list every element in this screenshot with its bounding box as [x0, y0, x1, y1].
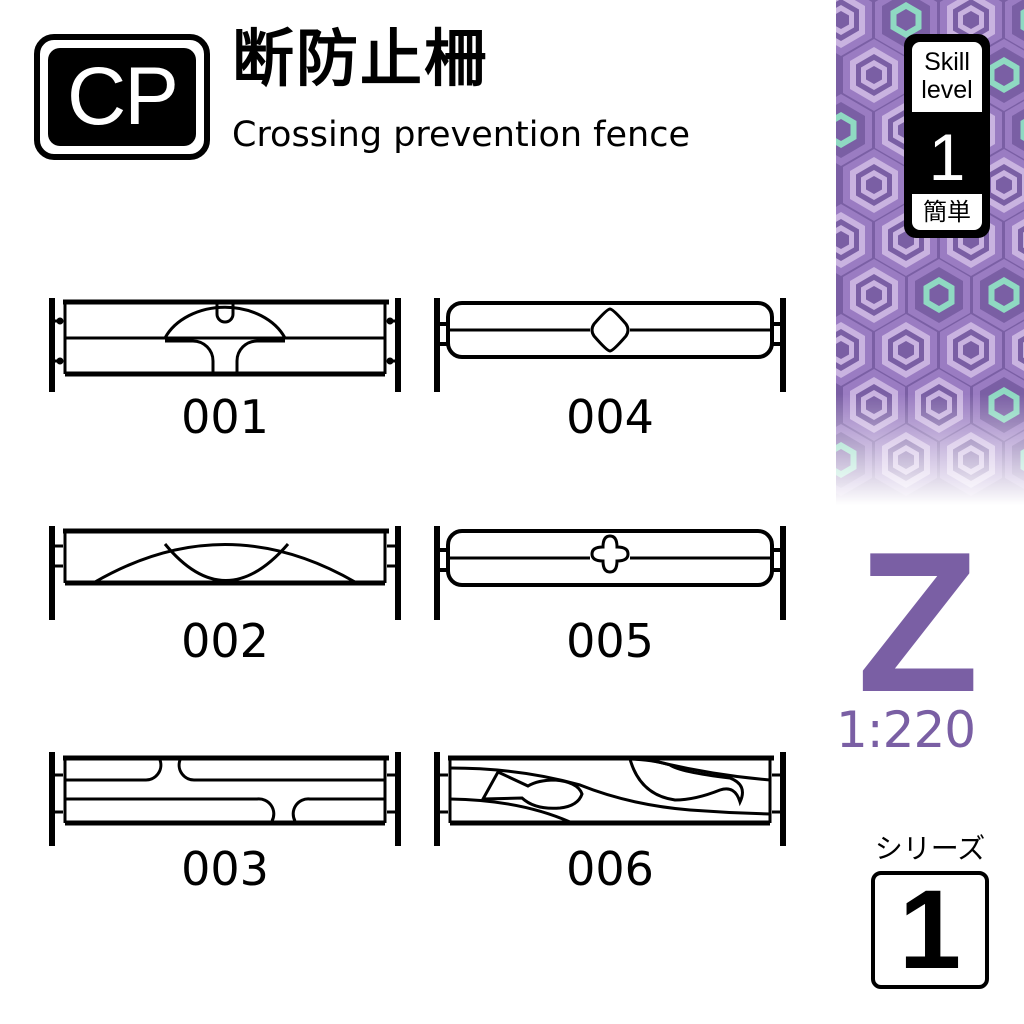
skill-level-label: Skill level	[912, 42, 982, 112]
skill-label-line1: Skill	[924, 48, 970, 76]
fence-001-icon	[49, 298, 401, 392]
fence-006-label: 006	[566, 842, 654, 896]
fence-005-label: 005	[566, 614, 654, 668]
fence-006-icon	[434, 752, 786, 846]
fence-005	[430, 522, 790, 622]
cp-logo-text: CP	[67, 51, 179, 142]
fence-003-label: 003	[181, 842, 269, 896]
skill-level-badge: Skill level 1 簡単	[904, 34, 990, 238]
cp-logo-inner: CP	[48, 48, 196, 146]
fence-004-icon	[434, 298, 786, 392]
fence-003	[45, 750, 405, 850]
series-label: シリーズ	[874, 832, 986, 865]
fence-004-label: 004	[566, 390, 654, 444]
fence-002-label: 002	[181, 614, 269, 668]
page-title-jp: 断防止柵	[232, 22, 489, 95]
fence-003-icon	[49, 752, 401, 846]
page-title-en: Crossing prevention fence	[232, 115, 690, 155]
fence-006	[430, 750, 790, 850]
fence-005-icon	[434, 526, 786, 620]
series-number: 1	[898, 867, 962, 992]
fence-002-icon	[49, 526, 401, 620]
cp-logo: CP	[34, 34, 210, 160]
series-number-box: 1	[871, 871, 989, 989]
scale-gauge-letter: Z	[856, 511, 980, 734]
fence-001-label: 001	[181, 390, 269, 444]
fence-004	[430, 296, 790, 396]
scale-ratio: 1:220	[836, 701, 976, 759]
skill-difficulty: 簡単	[912, 194, 982, 230]
fence-002	[45, 522, 405, 622]
skill-label-line2: level	[921, 76, 973, 104]
fence-001	[45, 296, 405, 396]
skill-level-number: 1	[928, 120, 966, 194]
